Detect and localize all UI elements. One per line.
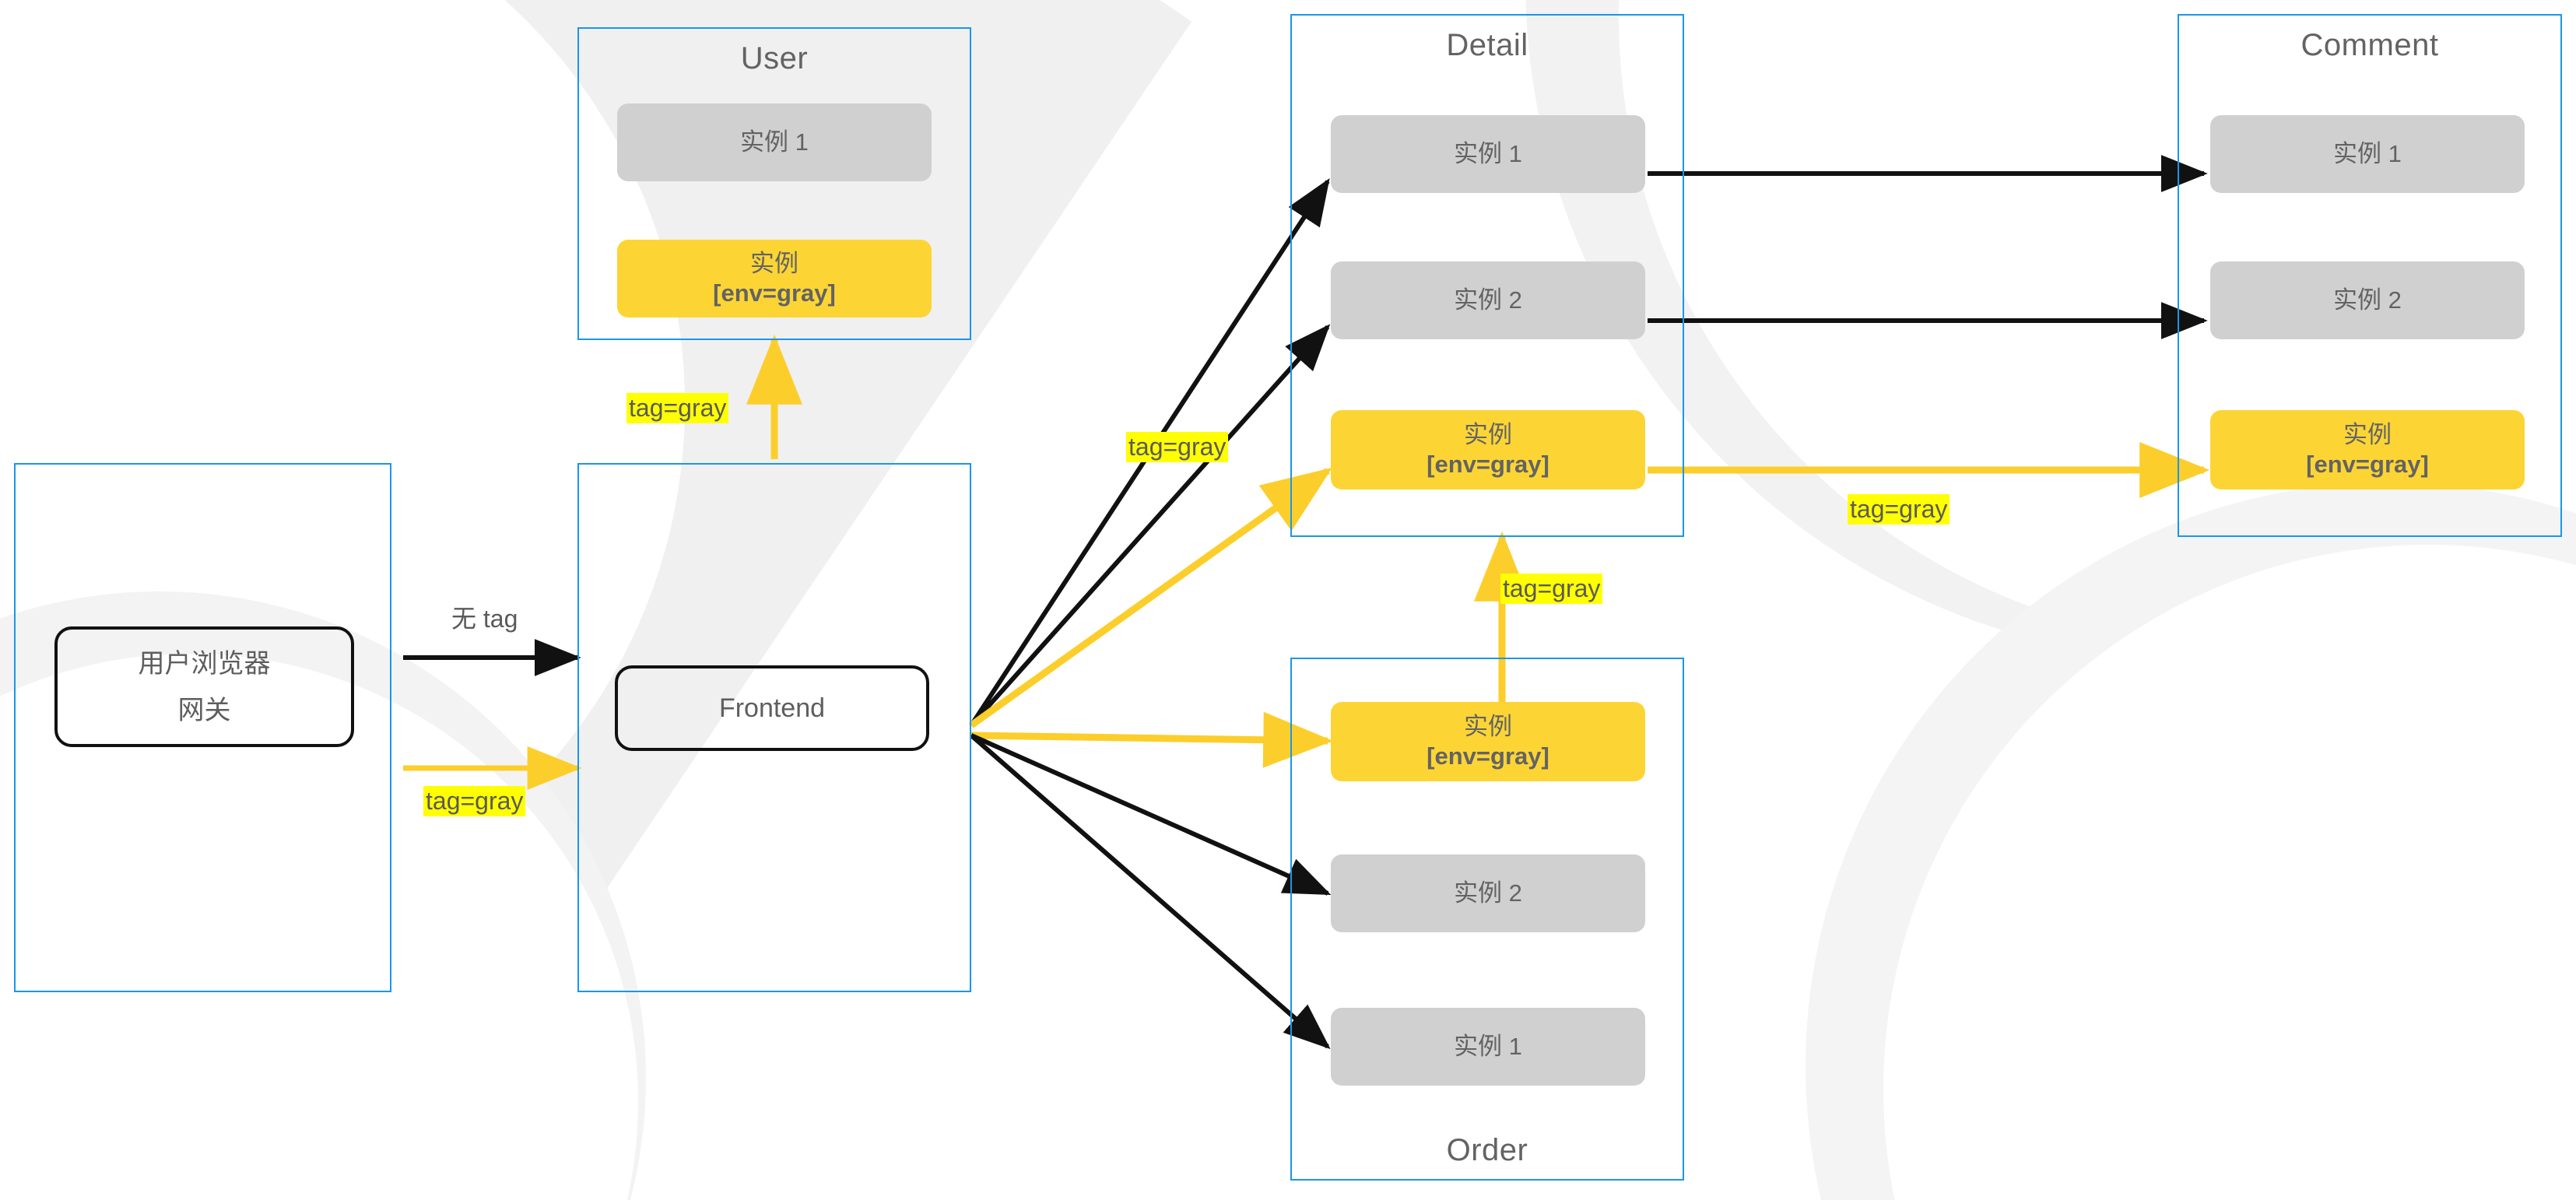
group-title-comment: Comment — [2301, 28, 2439, 62]
frontend-group — [577, 463, 971, 992]
edge-label-order-to-detail-gray: tag=gray — [1500, 574, 1603, 605]
instance-comment-2[interactable]: 实例 2 — [2210, 261, 2525, 339]
edge-label-frontend-to-detail-gray: tag=gray — [1126, 432, 1229, 463]
group-order: Order — [1290, 658, 1684, 1181]
instance-label-line1: 实例 1 — [1454, 140, 1522, 168]
gateway-node[interactable]: 用户浏览器 网关 — [54, 626, 354, 747]
edge-label-detail-to-comment-gray: tag=gray — [1848, 494, 1950, 525]
group-title-order: Order — [1446, 1133, 1528, 1167]
edge-frontend-to-order-gray — [970, 711, 1334, 768]
instance-label-line1: 实例 — [750, 250, 798, 278]
client-group — [14, 463, 391, 992]
instance-label-line1: 实例 1 — [2333, 140, 2402, 168]
edge-label-gateway-gray: tag=gray — [423, 786, 526, 817]
background-shape-arc-bottom-right — [1806, 482, 2576, 1200]
instance-user-gray[interactable]: 实例 [env=gray] — [617, 240, 932, 318]
instance-label-line1: 实例 — [2343, 421, 2392, 449]
instance-detail-1[interactable]: 实例 1 — [1331, 115, 1645, 193]
instance-order-gray[interactable]: 实例 [env=gray] — [1331, 702, 1645, 781]
instance-label-line1: 实例 — [1464, 421, 1512, 449]
instance-label-line2: [env=gray] — [2306, 451, 2429, 478]
instance-label-line1: 实例 1 — [1454, 1033, 1522, 1061]
instance-order-1[interactable]: 实例 1 — [1331, 1008, 1645, 1086]
edge-label-frontend-to-user-gray: tag=gray — [626, 393, 729, 424]
instance-comment-1[interactable]: 实例 1 — [2210, 115, 2525, 193]
instance-label-line2: [env=gray] — [1427, 742, 1549, 770]
gateway-label-line1: 用户浏览器 — [138, 648, 271, 679]
instance-label-line1: 实例 2 — [1454, 286, 1522, 314]
edge-frontend-to-detail-inst-2 — [969, 324, 1331, 728]
instance-detail-gray[interactable]: 实例 [env=gray] — [1331, 410, 1645, 489]
edge-frontend-to-detail-gray — [969, 467, 1332, 728]
group-user: User — [577, 27, 971, 340]
instance-label-line1: 实例 — [1464, 713, 1512, 741]
group-comment: Comment — [2178, 14, 2562, 537]
instance-comment-gray[interactable]: 实例 [env=gray] — [2210, 410, 2525, 489]
instance-label-line1: 实例 1 — [740, 128, 809, 156]
edge-frontend-to-order-inst-1 — [970, 733, 1331, 1050]
instance-label-line2: [env=gray] — [713, 279, 836, 307]
instance-label-line1: 实例 2 — [1454, 879, 1522, 907]
instance-label-line2: [env=gray] — [1427, 451, 1549, 478]
edge-frontend-to-order-inst-2 — [970, 733, 1332, 896]
edge-label-no-tag: 无 tag — [451, 605, 518, 633]
group-title-detail: Detail — [1446, 28, 1528, 62]
instance-detail-2[interactable]: 实例 2 — [1331, 261, 1645, 339]
group-detail: Detail — [1290, 14, 1684, 537]
gateway-label-line2: 网关 — [177, 695, 231, 725]
frontend-node[interactable]: Frontend — [615, 665, 929, 751]
background-shape-arc-bottom-right-cut — [1883, 545, 2576, 1200]
frontend-label: Frontend — [718, 693, 826, 723]
instance-order-2[interactable]: 实例 2 — [1331, 854, 1645, 932]
instance-user-1[interactable]: 实例 1 — [617, 104, 932, 181]
instance-label-line1: 实例 2 — [2333, 286, 2402, 314]
group-title-user: User — [740, 41, 809, 75]
